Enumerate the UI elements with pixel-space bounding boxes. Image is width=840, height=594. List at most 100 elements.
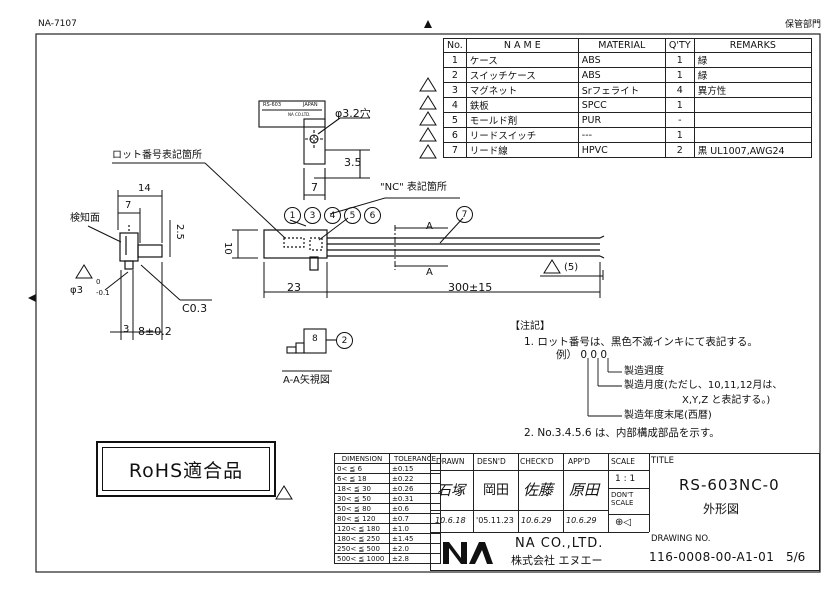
bom-no: 5 — [443, 112, 467, 128]
note-year: 製造年度末尾(西暦) — [624, 410, 712, 421]
plate-text-country: JAPAN — [303, 102, 318, 108]
title-label: TITLE — [651, 456, 674, 466]
sensing-face-label: 検知面 — [70, 213, 100, 224]
projection-icon: ⊕◁ — [615, 517, 632, 528]
dim-8: 8±0.2 — [138, 325, 172, 338]
bom-remarks — [693, 97, 812, 113]
tol-row: 50< ≦ 80±0.6 — [334, 503, 441, 514]
section-view — [282, 328, 336, 372]
bom-material: ABS — [577, 67, 666, 83]
date-approved: 10.6.29 — [566, 516, 597, 525]
dimension-lines — [87, 162, 286, 340]
tol-dim: 120< ≦ 180 — [334, 523, 390, 534]
dim-3: 3 — [123, 324, 130, 335]
tol-row: 18< ≦ 30±0.26 — [334, 483, 441, 494]
bom-qty: 1 — [664, 127, 695, 143]
dim-phi3-tol-bot: -0.1 — [96, 289, 110, 297]
header-checked: CHECK'D — [520, 457, 554, 466]
tol-row: 6< ≦ 18±0.22 — [334, 473, 441, 484]
tol-val: ±2.8 — [389, 553, 441, 564]
balloon: 3 — [304, 207, 321, 224]
bom-no: 2 — [443, 67, 467, 83]
rohs-label: RoHS適合品 — [102, 447, 270, 491]
tol-row: 500< ≦ 1000±2.8 — [334, 553, 441, 564]
tol-row: 30< ≦ 50±0.31 — [334, 493, 441, 504]
dim-10: 10 — [222, 242, 233, 255]
tol-dim: 250< ≦ 500 — [334, 543, 390, 554]
signature-checked: 佐藤 — [523, 481, 554, 499]
tol-row: 80< ≦ 120±0.7 — [334, 513, 441, 524]
bom-name: ケース — [465, 52, 579, 68]
bom-name: スイッチケース — [465, 67, 579, 83]
bom-header-no: No. — [443, 38, 467, 53]
tol-dim: 50< ≦ 80 — [334, 503, 390, 514]
sheet-number: 5/6 — [786, 550, 806, 564]
doc-code: NA-7107 — [38, 19, 77, 29]
company-logo-icon — [441, 538, 495, 566]
bom-header-name: N A M E — [465, 38, 579, 53]
dim-c03: C0.3 — [182, 302, 208, 315]
dim-2-5: 2.5 — [174, 224, 185, 240]
scale-value: 1 : 1 — [615, 474, 636, 484]
drawing-frame — [35, 33, 821, 573]
date-drawn: 10.6.18 — [435, 516, 466, 525]
left-center-mark-icon — [28, 294, 36, 302]
bom-material: ABS — [577, 52, 666, 68]
tol-dim: 180< ≦ 250 — [334, 533, 390, 544]
company-name-en: NA CO.,LTD. — [515, 536, 604, 551]
dim-14: 14 — [138, 183, 151, 194]
date-designed: '05.11.23 — [476, 516, 514, 525]
dept-label: 保管部門 — [785, 20, 822, 30]
note-month: 製造月度(ただし、10,11,12月は、 — [624, 380, 783, 391]
bom-qty: 1 — [664, 67, 695, 83]
tol-row: 180< ≦ 250±1.45 — [334, 533, 441, 544]
bom-no: 1 — [443, 52, 467, 68]
plate-text-company: NA CO.LTD. — [288, 112, 311, 117]
bom-header-qty: Q'TY — [664, 38, 695, 53]
title-block: DRAWN DESN'D CHECK'D APP'D SCALE 石塚 岡田 佐… — [430, 453, 820, 571]
signature-approved: 原田 — [569, 481, 600, 499]
nc-mark-label: "NC" 表記箇所 — [380, 182, 447, 193]
balloon-2: 2 — [336, 332, 353, 349]
bom-no: 4 — [443, 97, 467, 113]
lot-mark-label: ロット番号表記箇所 — [112, 150, 202, 161]
bom-remarks: 黒 UL1007,AWG24 — [693, 142, 812, 158]
bom-qty: 1 — [664, 97, 695, 113]
balloon: 5 — [344, 207, 361, 224]
signature-designed: 岡田 — [483, 483, 510, 498]
header-drawn: DRAWN — [436, 457, 465, 466]
warn-5-label: (5) — [564, 262, 579, 273]
bom-material: Srフェライト — [577, 82, 666, 98]
bom-remarks — [693, 112, 812, 128]
balloon-7: 7 — [456, 206, 473, 223]
tol-dim: 6< ≦ 18 — [334, 473, 390, 484]
dim-300: 300±15 — [448, 281, 493, 294]
bom-name: マグネット — [465, 82, 579, 98]
header-scale: SCALE — [611, 457, 636, 466]
hole-dim: φ3.2穴 — [335, 107, 371, 120]
bom-qty: 1 — [664, 52, 695, 68]
bom-header-material: MATERIAL — [577, 38, 666, 53]
header-designed: DESN'D — [477, 457, 506, 466]
bom-no: 3 — [443, 82, 467, 98]
signature-drawn: 石塚 — [437, 483, 465, 499]
sensor-side-view — [119, 225, 163, 270]
plate-text-model: RS-603 — [263, 102, 281, 108]
bom-remarks: 異方性 — [693, 82, 812, 98]
rohs-stamp: RoHS適合品 — [96, 441, 276, 497]
section-a-top: A — [426, 221, 433, 232]
tol-dim: 30< ≦ 50 — [334, 493, 390, 504]
bom-remarks: 緑 — [693, 67, 812, 83]
drawing-subtitle: 外形図 — [703, 502, 740, 516]
bom-no: 7 — [443, 142, 467, 158]
label-plate-view — [258, 100, 370, 200]
